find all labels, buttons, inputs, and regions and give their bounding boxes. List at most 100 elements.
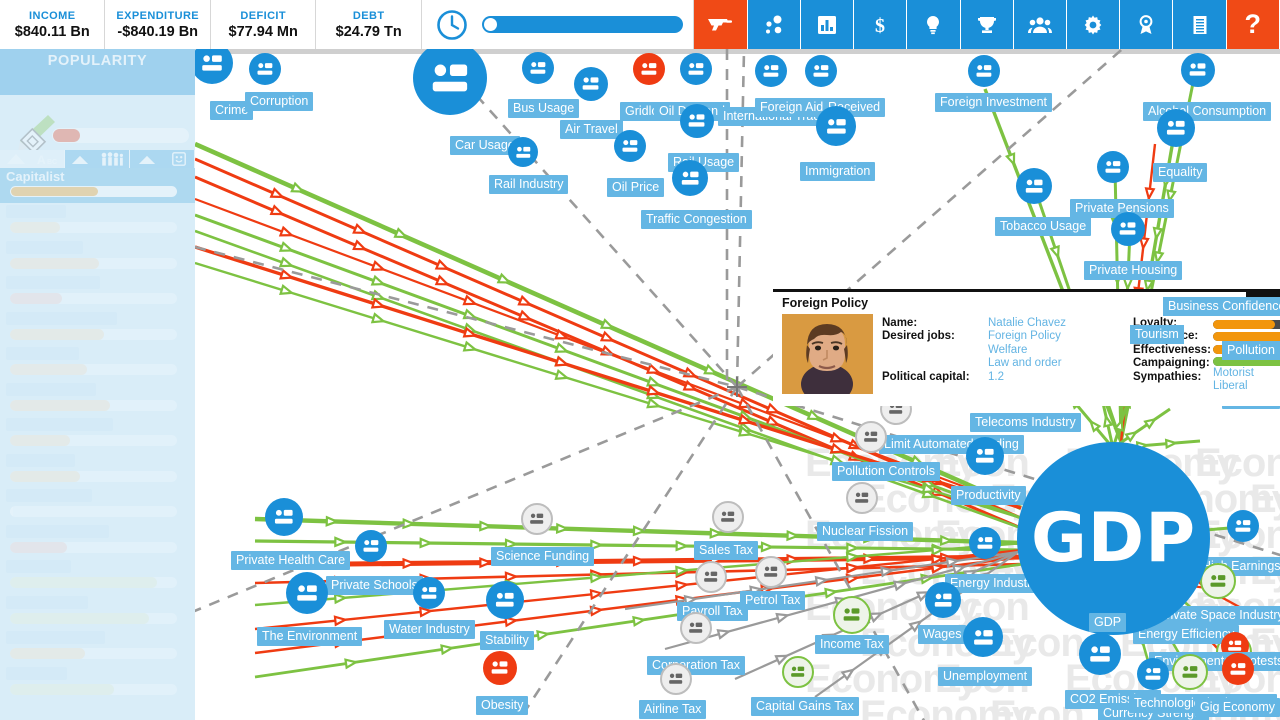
bottle-icon[interactable] — [1181, 53, 1215, 87]
tab-crime[interactable] — [694, 0, 748, 49]
train-money-icon[interactable] — [508, 137, 538, 167]
map-node-label-immigration[interactable]: Immigration — [800, 162, 876, 181]
energy-icon[interactable] — [969, 527, 1001, 559]
congestion-icon[interactable] — [672, 160, 708, 196]
payroll-icon[interactable] — [695, 561, 727, 593]
map-node-label-foreign-investment[interactable]: Foreign Investment — [935, 93, 1052, 112]
map-node-label-car-usage[interactable]: Car Usage — [450, 136, 520, 155]
sort-by-happiness[interactable] — [130, 150, 195, 168]
smokestack-icon[interactable] — [855, 421, 887, 453]
popularity-group-row[interactable] — [0, 346, 195, 381]
clock-icon[interactable] — [436, 9, 468, 41]
tab-help[interactable]: ? — [1226, 0, 1280, 49]
cigarette-icon[interactable] — [1016, 168, 1052, 204]
sort-by-population[interactable] — [65, 150, 130, 168]
map-node-label-private-space-industry[interactable]: Private Space Industry — [1153, 606, 1280, 625]
map-node-label-stability[interactable]: Stability — [480, 631, 534, 650]
map-node-label-unemployment[interactable]: Unemployment — [938, 667, 1033, 686]
bus-icon[interactable] — [522, 52, 554, 84]
hospital-icon[interactable] — [265, 498, 303, 536]
map-node-label-corruption[interactable]: Corruption — [245, 92, 314, 111]
map-node-label-nuclear-fission[interactable]: Nuclear Fission — [817, 522, 914, 541]
tab-achievements[interactable] — [960, 0, 1014, 49]
gdp-node[interactable]: GDP — [1017, 442, 1210, 635]
tab-voters[interactable] — [1013, 0, 1067, 49]
map-node-label-foreign-aid[interactable]: Foreign Aid — [755, 98, 829, 117]
popularity-group-row[interactable] — [0, 240, 195, 275]
tab-finance[interactable]: $ — [854, 0, 908, 49]
game-speed-slider[interactable] — [481, 16, 684, 33]
map-node-label-science-funding[interactable]: Science Funding — [491, 547, 595, 566]
map-node-label-private-schools[interactable]: Private Schools — [326, 576, 423, 595]
investment-icon[interactable] — [968, 55, 1000, 87]
oil-drop-icon[interactable] — [680, 53, 712, 85]
money-stack-icon[interactable] — [1227, 510, 1259, 542]
handshake-icon[interactable] — [249, 53, 281, 85]
currency-icon[interactable] — [1137, 658, 1169, 690]
trees-icon[interactable] — [286, 572, 328, 614]
popularity-group-row[interactable] — [0, 595, 195, 630]
productivity-icon[interactable] — [966, 437, 1004, 475]
airplane-tax-icon[interactable] — [660, 663, 692, 695]
unemployment-icon[interactable] — [963, 617, 1003, 657]
popularity-group-row[interactable] — [0, 417, 195, 452]
map-node-label-environmental-protests[interactable]: Environmental Protests — [1149, 652, 1280, 671]
tab-reports[interactable] — [1173, 0, 1227, 49]
popularity-group-row[interactable] — [0, 275, 195, 310]
map-node-label-traffic-congestion[interactable]: Traffic Congestion — [641, 210, 752, 229]
train-icon[interactable] — [680, 104, 714, 138]
popularity-group-row[interactable] — [0, 524, 195, 559]
map-node-label-pollution[interactable]: Pollution — [1222, 341, 1280, 360]
map-node-label-capital-gains-tax[interactable]: Capital Gains Tax — [751, 697, 859, 716]
school-icon[interactable] — [355, 530, 387, 562]
immigration-icon[interactable] — [816, 106, 856, 146]
popularity-group-row[interactable] — [0, 453, 195, 488]
housing-icon[interactable] — [1111, 212, 1145, 246]
tab-simulation[interactable] — [747, 0, 801, 49]
pension-icon[interactable] — [1097, 151, 1129, 183]
tab-awards[interactable] — [1120, 0, 1174, 49]
map-node-label-wages[interactable]: Wages — [918, 625, 967, 644]
computer-icon[interactable] — [1172, 654, 1208, 690]
obesity-icon[interactable] — [483, 651, 517, 685]
co2-icon[interactable] — [1079, 633, 1121, 675]
map-node-label-the-environment[interactable]: The Environment — [257, 627, 363, 646]
popularity-group-row[interactable] — [0, 204, 195, 239]
tab-ideas[interactable] — [907, 0, 961, 49]
map-node-label-productivity[interactable]: Productivity — [951, 486, 1026, 505]
map-node-label-tourism[interactable]: Tourism — [1130, 325, 1184, 344]
plane-icon[interactable] — [574, 67, 608, 101]
equality-icon[interactable] — [1157, 109, 1195, 147]
shopping-bag-icon[interactable] — [712, 501, 744, 533]
map-node-label-crime[interactable]: Crime — [210, 101, 254, 120]
tab-statistics[interactable] — [800, 0, 855, 49]
map-node-label-sales-tax[interactable]: Sales Tax — [694, 541, 758, 560]
map-node-label-gig-economy[interactable]: Gig Economy — [1195, 698, 1280, 717]
tab-settings[interactable] — [1066, 0, 1121, 49]
map-node-label-oil-price[interactable]: Oil Price — [607, 178, 665, 197]
map-node-label-private-housing[interactable]: Private Housing — [1084, 261, 1183, 280]
map-node-label-pollution-controls[interactable]: Pollution Controls — [832, 462, 940, 481]
map-node-label-telecoms-industry[interactable]: Telecoms Industry — [970, 413, 1081, 432]
traffic-jam-icon[interactable] — [633, 53, 665, 85]
reactor-icon[interactable] — [846, 482, 878, 514]
percent-icon[interactable] — [833, 596, 871, 634]
map-node-label-rail-industry[interactable]: Rail Industry — [489, 175, 569, 194]
map-node-label-energy-industry[interactable]: Energy Industry — [945, 574, 1043, 593]
map-node-label-private-pensions[interactable]: Private Pensions — [1070, 199, 1174, 218]
map-node-label-energy-efficiency[interactable]: Energy Efficiency — [1133, 625, 1240, 644]
gig-icon[interactable] — [1222, 653, 1254, 685]
map-node-label-business-confidence[interactable]: Business Confidence — [1163, 297, 1280, 316]
popularity-group-row[interactable] — [0, 630, 195, 665]
map-node-label-water-industry[interactable]: Water Industry — [384, 620, 475, 639]
briefcase-icon[interactable] — [680, 612, 712, 644]
popularity-group-row[interactable] — [0, 666, 195, 701]
car-icon[interactable] — [413, 49, 487, 115]
oil-price-icon[interactable] — [614, 130, 646, 162]
foreign-aid-icon[interactable] — [805, 55, 837, 87]
capital-gains-icon[interactable] — [782, 656, 814, 688]
rocket-icon[interactable] — [1200, 563, 1236, 599]
popularity-group-row[interactable] — [0, 488, 195, 523]
fuel-pump-icon[interactable] — [755, 556, 787, 588]
